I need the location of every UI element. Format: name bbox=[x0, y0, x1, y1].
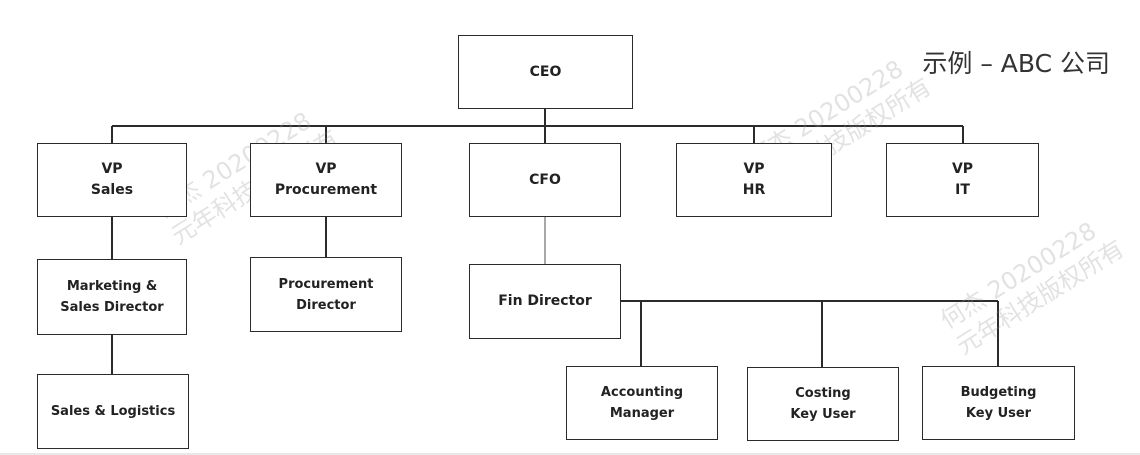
bottom-divider bbox=[0, 453, 1140, 455]
node-costing-key-user-line-1: Costing bbox=[795, 386, 851, 401]
node-vp-hr-line-2: HR bbox=[742, 182, 766, 198]
node-marketing-sales-director-line-1: Marketing & bbox=[66, 279, 158, 294]
node-accounting-manager: Accounting Manager bbox=[566, 366, 718, 440]
node-marketing-sales-director: Marketing & Sales Director bbox=[37, 259, 187, 335]
node-vp-sales-line-2: Sales bbox=[90, 182, 134, 198]
node-costing-key-user: Costing Key User bbox=[747, 367, 899, 441]
node-procurement-director-line-1: Procurement bbox=[278, 276, 374, 292]
node-vp-sales: VP Sales bbox=[37, 143, 187, 217]
node-marketing-sales-director-line-2: Sales Director bbox=[60, 300, 164, 315]
node-budgeting-key-user-line-2: Key User bbox=[965, 406, 1032, 421]
node-vp-hr-line-1: VP bbox=[743, 161, 765, 177]
node-procurement-director-line-2: Director bbox=[296, 297, 356, 313]
node-budgeting-key-user: Budgeting Key User bbox=[922, 366, 1075, 440]
node-vp-procurement-line-2: Procurement bbox=[274, 182, 378, 198]
node-sales-logistics: Sales & Logistics bbox=[37, 374, 189, 449]
node-fin-director: Fin Director bbox=[469, 264, 621, 339]
node-procurement-director: Procurement Director bbox=[250, 257, 402, 332]
node-vp-it: VP IT bbox=[886, 143, 1039, 217]
node-ceo-line-1: CEO bbox=[529, 63, 562, 80]
node-accounting-manager-line-1: Accounting bbox=[600, 385, 684, 400]
node-vp-sales-line-1: VP bbox=[101, 161, 123, 177]
node-sales-logistics-line-1: Sales & Logistics bbox=[50, 404, 176, 419]
node-vp-procurement-line-1: VP bbox=[315, 161, 337, 177]
node-cfo-line-1: CFO bbox=[529, 171, 561, 188]
node-accounting-manager-line-2: Manager bbox=[609, 406, 675, 421]
node-vp-hr: VP HR bbox=[676, 143, 832, 217]
node-budgeting-key-user-line-1: Budgeting bbox=[960, 385, 1037, 400]
node-cfo: CFO bbox=[469, 143, 621, 217]
node-vp-it-line-2: IT bbox=[955, 182, 970, 198]
node-ceo: CEO bbox=[458, 35, 633, 109]
node-costing-key-user-line-2: Key User bbox=[790, 407, 856, 422]
node-vp-it-line-1: VP bbox=[951, 161, 974, 177]
company-label: 示例 – ABC 公司 bbox=[922, 49, 1110, 78]
node-fin-director-line-1: Fin Director bbox=[498, 293, 592, 309]
node-vp-procurement: VP Procurement bbox=[250, 143, 402, 217]
